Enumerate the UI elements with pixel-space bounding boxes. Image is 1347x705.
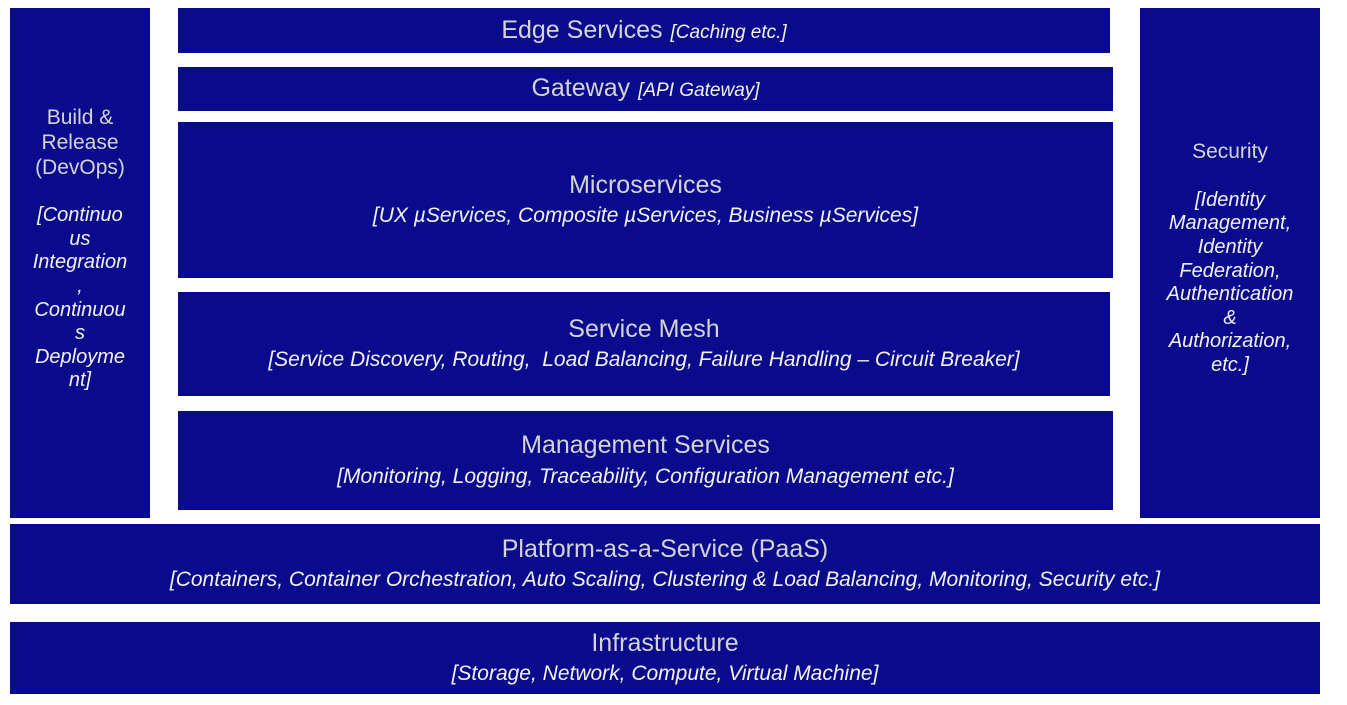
layer-service-mesh-title: Service Mesh [568,314,720,343]
side-panel-build-release-devops[interactable]: Build & Release (DevOps) [Continuo us In… [10,8,150,518]
layer-platform-as-a-service[interactable]: Platform-as-a-Service (PaaS) [Containers… [10,524,1320,604]
layer-gateway-title: Gateway [531,74,631,103]
layer-paas-title: Platform-as-a-Service (PaaS) [501,534,829,563]
side-panel-right-subtitle: [Identity Management, Identity Federatio… [1166,188,1294,376]
layer-edge-services-subtitle: [Caching etc.] [670,21,787,43]
layer-gateway-subtitle: [API Gateway] [638,80,760,102]
layer-infrastructure-subtitle: [Storage, Network, Compute, Virtual Mach… [451,662,879,686]
side-panel-security[interactable]: Security [Identity Management, Identity … [1140,8,1320,518]
layer-infrastructure[interactable]: Infrastructure [Storage, Network, Comput… [10,622,1320,694]
layer-microservices-subtitle: [UX µServices, Composite µServices, Busi… [372,204,919,228]
layer-paas-subtitle: [Containers, Container Orchestration, Au… [169,568,1161,592]
layer-gateway[interactable]: Gateway [API Gateway] [178,67,1113,111]
layer-microservices[interactable]: Microservices [UX µServices, Composite µ… [178,122,1113,278]
layer-microservices-title: Microservices [569,170,722,199]
layer-management-services-title: Management Services [521,431,770,460]
layer-service-mesh-subtitle: [Service Discovery, Routing, Load Balanc… [268,348,1020,372]
layer-management-services-subtitle: [Monitoring, Logging, Traceability, Conf… [337,464,954,488]
side-panel-left-subtitle: [Continuo us Integration , Continuou s D… [32,204,128,392]
layer-infrastructure-title: Infrastructure [591,628,739,657]
side-panel-right-title: Security [1192,140,1268,163]
layer-edge-services-title: Edge Services [501,15,663,44]
layer-edge-services[interactable]: Edge Services [Caching etc.] [178,8,1110,53]
layer-management-services[interactable]: Management Services [Monitoring, Logging… [178,411,1113,510]
layer-service-mesh[interactable]: Service Mesh [Service Discovery, Routing… [178,292,1110,396]
side-panel-left-title: Build & Release (DevOps) [35,106,125,179]
